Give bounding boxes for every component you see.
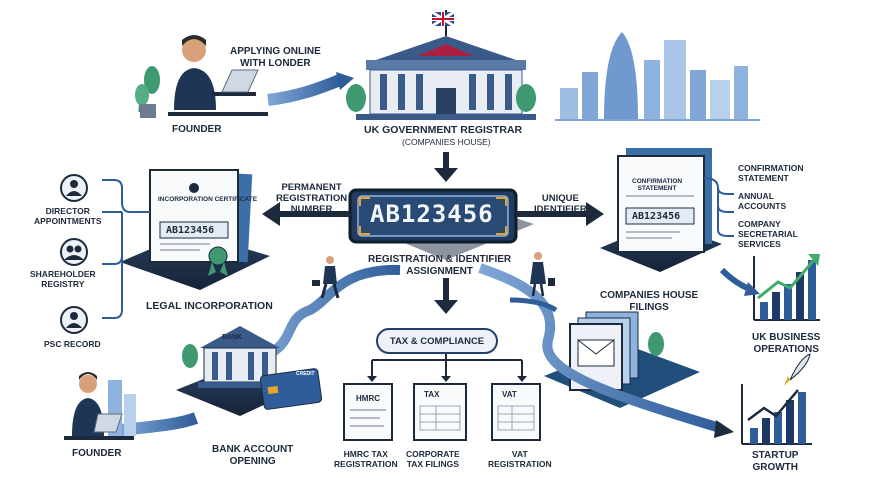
incorporation-certificate xyxy=(120,169,270,290)
bottom-founder-illustration xyxy=(64,372,136,440)
statement-id: AB123456 xyxy=(632,211,681,222)
branch-director: DIRECTOR APPOINTMENTS xyxy=(34,206,102,226)
registrar-label: UK GOVERNMENT REGISTRAR xyxy=(364,124,523,136)
vat-doc xyxy=(491,383,541,441)
registrar-building xyxy=(346,10,536,120)
branch-secretarial: COMPANY SECRETARIAL SERVICES xyxy=(738,219,798,249)
branch-psc: PSC RECORD xyxy=(44,339,101,349)
card-label: CREDIT xyxy=(296,371,315,377)
psc-avatar-icon xyxy=(60,306,88,334)
top-founder-label: FOUNDER xyxy=(172,124,222,135)
tax-label: CORPORATE TAX FILINGS xyxy=(406,449,460,469)
id-value: AB123456 xyxy=(370,200,494,228)
tax-doc xyxy=(413,383,467,441)
top-founder-caption: APPLYING ONLINE WITH LONDER xyxy=(230,46,321,69)
branch-confirmation: CONFIRMATION STATEMENT xyxy=(738,163,804,183)
director-avatar-icon xyxy=(60,174,88,202)
tax-compliance-pill: TAX & COMPLIANCE xyxy=(376,328,498,354)
branch-shareholder: SHAREHOLDER REGISTRY xyxy=(30,269,96,289)
certificate-id: AB123456 xyxy=(166,225,215,236)
registrar-sub: (COMPANIES HOUSE) xyxy=(402,137,491,147)
filings-label: COMPANIES HOUSE FILINGS xyxy=(600,290,699,313)
filings-envelope xyxy=(544,311,700,408)
confirmation-statement-doc xyxy=(600,148,722,272)
startup-growth-label: STARTUP GROWTH xyxy=(752,450,799,473)
tax-doc-title: TAX xyxy=(424,390,440,399)
businesswoman-figure xyxy=(530,252,555,297)
unique-identifier-caption: UNIQUE IDENTIFIER xyxy=(534,193,587,215)
id-panel xyxy=(348,188,534,260)
hmrc-label: HMRC TAX REGISTRATION xyxy=(334,449,398,469)
statement-title: CONFIRMATION STATEMENT xyxy=(632,178,683,193)
business-growth-chart xyxy=(753,254,820,321)
ops-label: UK BUSINESS OPERATIONS xyxy=(752,332,821,355)
vat-doc-title: VAT xyxy=(502,390,517,399)
bank-account-label: BANK ACCOUNT OPENING xyxy=(212,444,294,467)
vat-label: VAT REGISTRATION xyxy=(488,449,552,469)
city-skyline xyxy=(555,32,760,121)
bottom-founder-label: FOUNDER xyxy=(72,448,122,459)
startup-growth-chart xyxy=(741,353,812,445)
permanent-number-caption: PERMANENT REGISTRATION NUMBER xyxy=(276,182,348,215)
businessman-figure xyxy=(312,256,340,299)
shareholder-avatar-icon xyxy=(60,238,88,266)
top-founder-illustration xyxy=(135,35,268,118)
branch-annual-accounts: ANNUAL ACCOUNTS xyxy=(738,191,787,211)
hmrc-doc xyxy=(343,383,393,441)
legal-incorporation-label: LEGAL INCORPORATION xyxy=(146,300,273,312)
bank-building xyxy=(176,326,323,416)
certificate-title: INCORPORATION CERTIFICATE xyxy=(158,196,258,203)
hmrc-doc-title: HMRC xyxy=(356,394,380,403)
assignment-label: REGISTRATION & IDENTIFIER ASSIGNMENT xyxy=(368,254,512,277)
bank-sign: BANK xyxy=(222,334,243,341)
rocket-icon xyxy=(784,353,811,386)
